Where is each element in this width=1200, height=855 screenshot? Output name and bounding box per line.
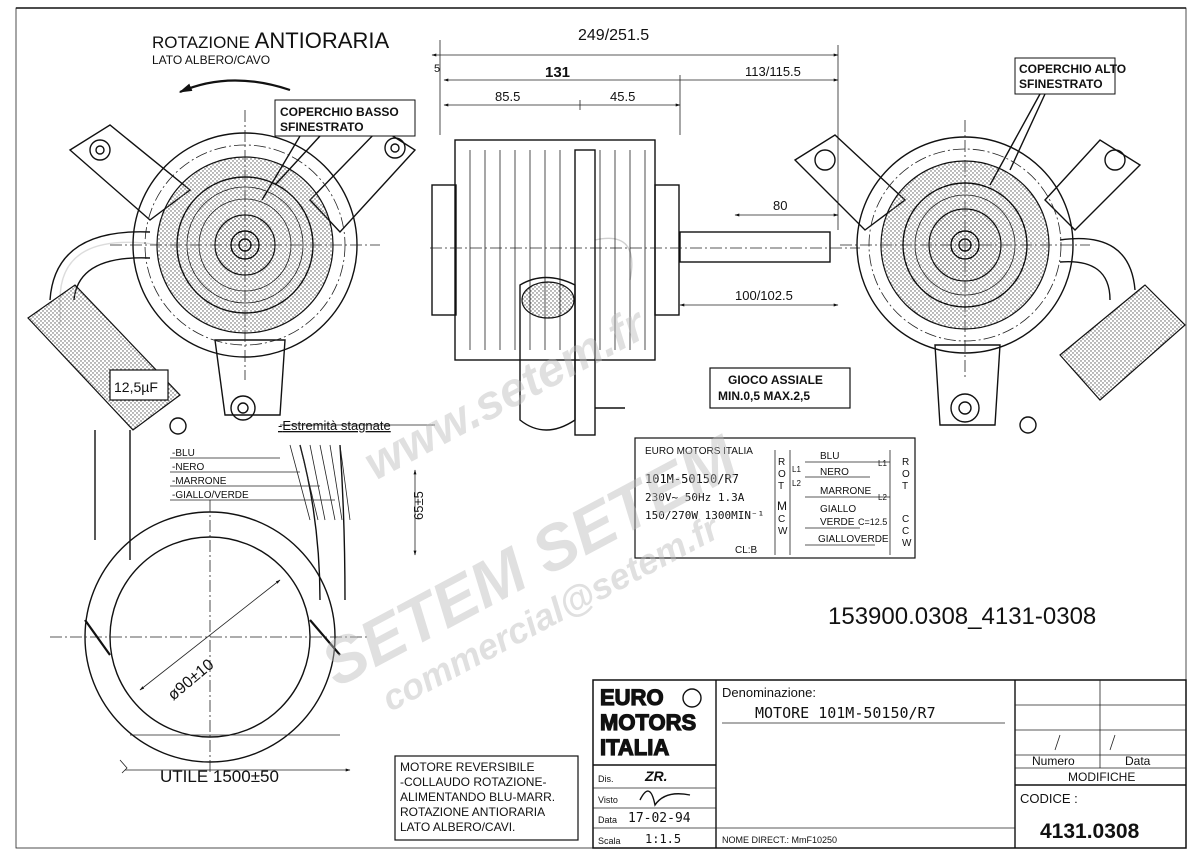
scala-label: Scala	[598, 836, 621, 846]
wiring-marrone: MARRONE	[820, 486, 871, 497]
lower-cover-callout	[261, 99, 416, 201]
dim-overall: 249/251.5	[578, 27, 649, 44]
axial-play-line1: GIOCO ASSIALE	[728, 373, 823, 387]
rot-right-r: R	[902, 457, 909, 468]
nameplate-model: 101M-50150/R7	[645, 472, 739, 486]
logo-line2: MOTORS	[600, 710, 696, 735]
rot-o: O	[778, 469, 786, 480]
dim-right-part: 45.5	[610, 89, 635, 104]
wiring-gialloverde: GIALLOVERDE	[818, 534, 889, 545]
nameplate-l1-left: L1	[792, 465, 801, 474]
data-value: 17-02-94	[628, 811, 691, 826]
right-end-view	[793, 120, 1186, 434]
wire-marrone: -MARRONE	[172, 476, 227, 487]
rot-right-t: T	[902, 481, 908, 492]
dim-left-part: 85.5	[495, 89, 520, 104]
numero-header: Numero	[1032, 754, 1075, 768]
nome-direct: NOME DIRECT.: MmF10250	[722, 835, 837, 845]
dim-lead-height: 65±5	[411, 491, 426, 520]
note-box	[394, 755, 579, 841]
dim-body: 131	[545, 64, 570, 81]
cw-w: W	[778, 526, 788, 537]
side-view	[430, 139, 860, 436]
rot-right-o: O	[902, 469, 910, 480]
dim-shaft-total: 100/102.5	[735, 288, 793, 303]
codice-value: 4131.0308	[1040, 820, 1140, 843]
scala-value: 1:1.5	[645, 832, 681, 846]
rotation-arrow	[178, 79, 291, 94]
left-end-view	[27, 110, 417, 435]
note-line5: LATO ALBERO/CAVI.	[400, 820, 515, 834]
dis-label: Dis.	[598, 774, 614, 784]
logo-line3: ITALIA	[600, 735, 669, 760]
title-block	[592, 679, 1187, 849]
note-line1: MOTORE REVERSIBILE	[400, 760, 534, 774]
visto-signature	[639, 790, 691, 807]
lower-cover-line2: SFINESTRATO	[280, 120, 364, 134]
cable-coil	[50, 430, 370, 775]
modifiche-header: MODIFICHE	[1068, 770, 1135, 784]
dim-shaft: 113/115.5	[745, 64, 801, 79]
rotation-subtitle: LATO ALBERO/CAVO	[152, 53, 270, 67]
lower-cover-line1: COPERCHIO BASSO	[280, 105, 399, 119]
drawing-code: 153900.0308_4131-0308	[828, 603, 1096, 630]
wiring-cap: C=12.5	[858, 517, 887, 527]
wiring-blu: BLU	[820, 451, 839, 462]
nameplate-line1: 230V~ 50Hz 1.3A	[645, 491, 745, 504]
nameplate-l1-right: L1	[878, 459, 887, 468]
visto-label: Visto	[598, 795, 618, 805]
tinned-ends-label: -Estremità stagnate	[278, 418, 391, 433]
wiring-giallo: GIALLO	[820, 504, 856, 515]
logo-line1: EURO	[600, 685, 664, 710]
wire-leads	[170, 424, 435, 521]
nameplate-l2-right: L2	[878, 493, 887, 502]
cw-c: C	[778, 514, 785, 525]
logo-fan-icon	[682, 688, 702, 708]
useful-length: UTILE 1500±50	[160, 767, 279, 786]
nameplate-maker: EURO MOTORS ITALIA	[645, 446, 753, 457]
nameplate-m: M	[777, 499, 787, 513]
note-line3: ALIMENTANDO BLU-MARR.	[400, 790, 555, 804]
nameplate-l2-left: L2	[792, 479, 801, 488]
wire-nero: -NERO	[172, 462, 204, 473]
ccw-c2: C	[902, 526, 909, 537]
rot-t: T	[778, 481, 784, 492]
watermark-url: www.setem.fr	[355, 297, 656, 491]
dis-value: ZR.	[644, 768, 668, 784]
ccw-c1: C	[902, 514, 909, 525]
upper-cover-line1: COPERCHIO ALTO	[1019, 62, 1126, 76]
note-line4: ROTAZIONE ANTIORARIA	[400, 805, 545, 819]
dim-offset: 5	[434, 63, 440, 75]
upper-cover-line2: SFINESTRATO	[1019, 77, 1103, 91]
axial-play-line2: MIN.0,5 MAX.2,5	[718, 389, 810, 403]
upper-cover-callout	[989, 57, 1116, 186]
capacitor-label: 12,5µF	[114, 379, 158, 395]
denominazione-value: MOTORE 101M-50150/R7	[755, 704, 936, 722]
coil-diameter: ø90±10	[165, 656, 217, 704]
nameplate	[634, 437, 916, 559]
wiring-verde: VERDE	[820, 517, 855, 528]
data-col-header: Data	[1125, 754, 1151, 768]
data-label: Data	[598, 815, 617, 825]
rot-r: R	[778, 457, 785, 468]
codice-label: CODICE :	[1020, 791, 1078, 806]
denominazione-label: Denominazione:	[722, 685, 816, 700]
wire-blu: -BLU	[172, 448, 195, 459]
nameplate-line2: 150/270W 1300MIN⁻¹	[645, 509, 764, 522]
nameplate-class: CL:B	[735, 545, 758, 556]
ccw-w: W	[902, 538, 912, 549]
axial-play-box	[709, 367, 851, 409]
wire-giallo-verde: -GIALLO/VERDE	[172, 490, 249, 501]
rotation-title: ROTAZIONE ANTIORARIA	[152, 28, 389, 53]
note-line2: -COLLAUDO ROTAZIONE-	[400, 775, 546, 789]
wiring-nero: NERO	[820, 467, 849, 478]
dim-shaft-tip: 80	[773, 198, 787, 213]
